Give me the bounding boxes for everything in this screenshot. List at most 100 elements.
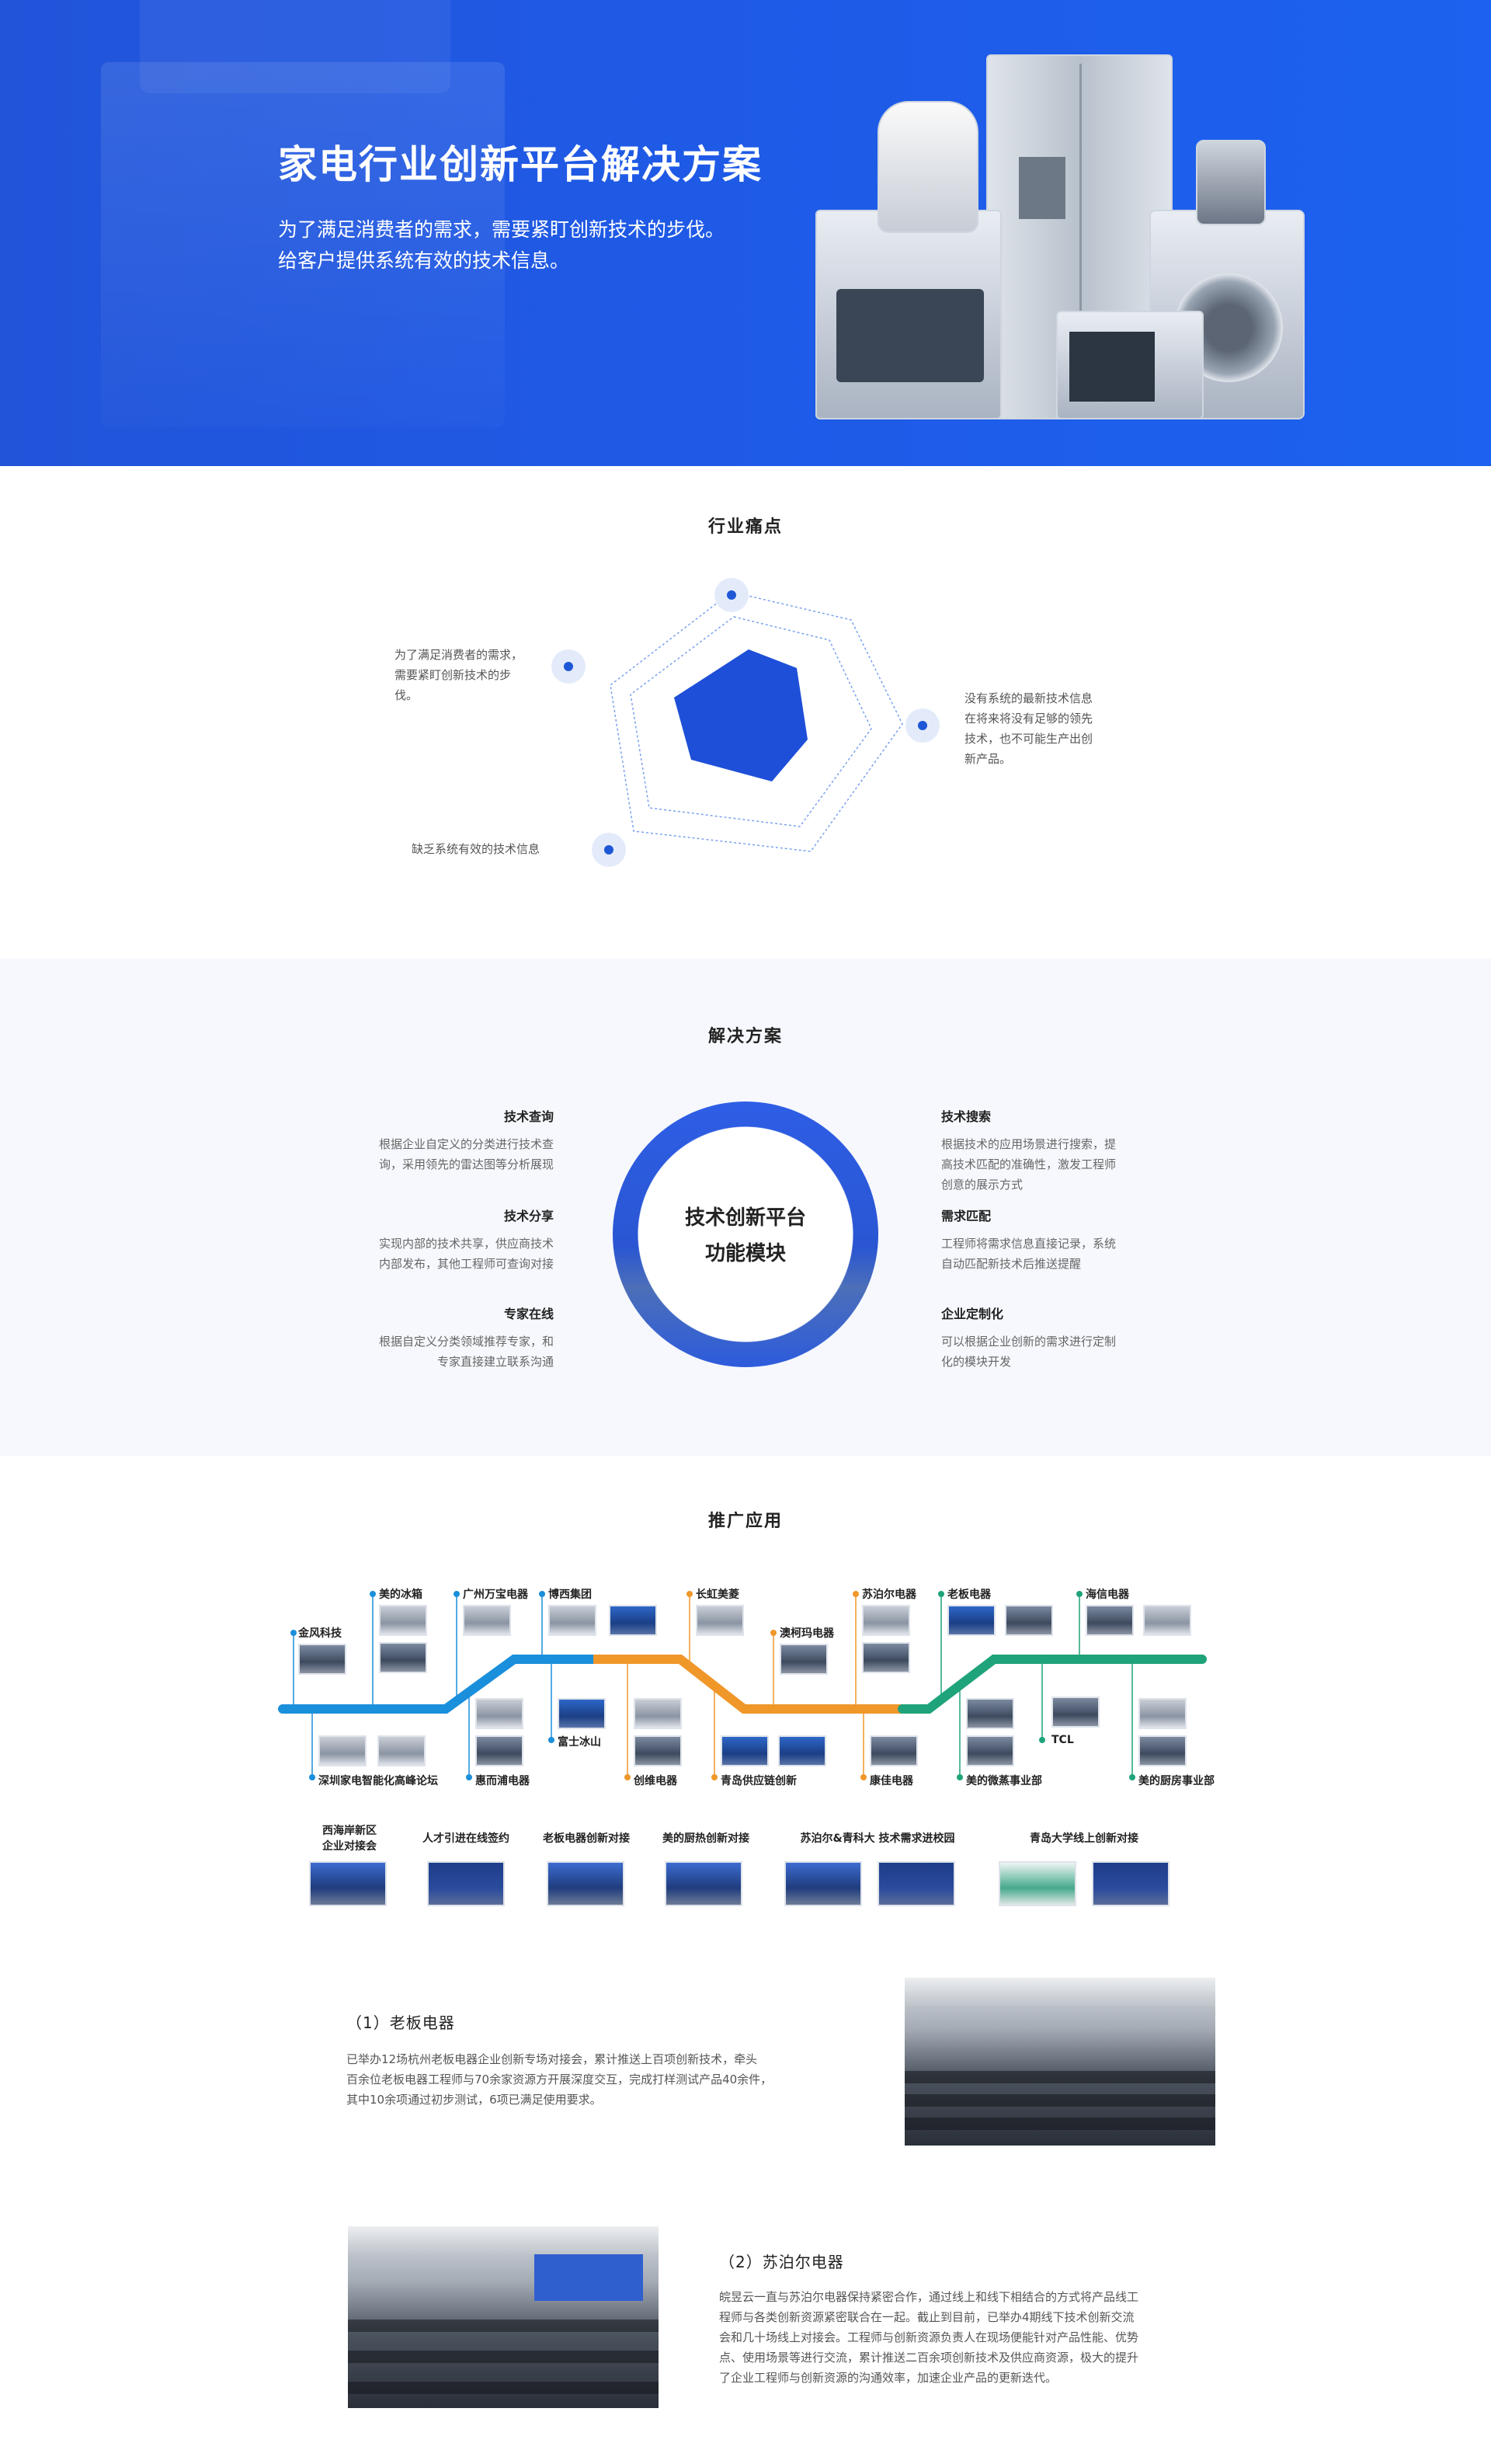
event-photo bbox=[475, 1735, 523, 1766]
promo-label: 康佳电器 bbox=[870, 1775, 913, 1787]
grinder-image bbox=[1196, 140, 1266, 225]
timeline-blue-segment bbox=[278, 1655, 598, 1714]
event-photo bbox=[318, 1735, 367, 1766]
case-text-line: 了企业工程师与创新资源的沟通效率，加速企业产品的更新迭代。 bbox=[719, 2371, 1058, 2385]
event-photo bbox=[379, 1605, 427, 1636]
solution-item-tech-search: 技术搜索 根据技术的应用场景进行搜索，提高技术匹配的准确性，激发工程师创意的展示… bbox=[941, 1106, 1174, 1195]
solution-item-tech-share: 技术分享 实现内部的技术共享，供应商技术内部发布，其他工程师可查询对接 bbox=[321, 1206, 554, 1274]
event-photo bbox=[878, 1861, 955, 1906]
event-label: 苏泊尔&青科大 技术需求进校园 bbox=[800, 1832, 955, 1845]
timeline-dot bbox=[711, 1774, 718, 1780]
pain-point-line: 为了满足消费者的需求， bbox=[394, 648, 523, 662]
hero-background-appliance bbox=[101, 62, 505, 427]
event-photo bbox=[1143, 1605, 1191, 1636]
pain-points-section: 行业痛点 为了满足消费者的需求， 需要紧盯创新技术的步 伐。 没有系统的最新技术… bbox=[0, 466, 1491, 959]
event-label: 人才引进在线签约 bbox=[422, 1832, 509, 1845]
event-photo bbox=[721, 1735, 769, 1766]
promo-label: 澳柯玛电器 bbox=[780, 1627, 834, 1640]
timeline-dot bbox=[548, 1737, 554, 1743]
case-photo-robam bbox=[905, 1978, 1215, 2146]
event-photo bbox=[1138, 1735, 1187, 1766]
case-text-line: 百余位老板电器工程师与70余家资源方开展深度交互，完成打样测试产品40余件， bbox=[346, 2072, 773, 2086]
solution-item-desc: 工程师将需求信息直接记录，系统自动匹配新技术后推送提醒 bbox=[941, 1234, 1174, 1274]
timeline-dots bbox=[290, 1591, 1135, 1780]
pain-point-marker bbox=[905, 708, 940, 743]
timeline-dot bbox=[938, 1591, 944, 1597]
pain-point-line: 没有系统的最新技术信息 bbox=[964, 691, 1093, 705]
case-title: （1）老板电器 bbox=[346, 2013, 455, 2032]
promo-label: 美的冰箱 bbox=[379, 1589, 422, 1601]
timeline-dot bbox=[454, 1591, 460, 1597]
event-photo bbox=[379, 1642, 427, 1673]
event-photo bbox=[1138, 1698, 1187, 1729]
promo-label: 深圳家电智能化高峰论坛 bbox=[318, 1775, 438, 1787]
pain-point-text: 缺乏系统有效的技术信息 bbox=[412, 839, 582, 859]
hero-subtitle-line: 给客户提供系统有效的技术信息。 bbox=[278, 249, 570, 272]
desc-line: 高技术匹配的准确性，激发工程师 bbox=[941, 1157, 1117, 1171]
case-text-line: 已举办12场杭州老板电器企业创新专场对接会，累计推送上百项创新技术，牵头 bbox=[346, 2052, 758, 2066]
event-photo bbox=[475, 1698, 523, 1729]
center-line: 功能模块 bbox=[704, 1242, 786, 1265]
hero-subtitle: 为了满足消费者的需求，需要紧盯创新技术的步伐。 给客户提供系统有效的技术信息。 bbox=[278, 214, 725, 277]
event-photo bbox=[947, 1605, 996, 1636]
timeline-dot bbox=[860, 1774, 867, 1780]
event-photo bbox=[966, 1735, 1014, 1766]
timeline-green-segment bbox=[898, 1655, 1207, 1714]
event-photo bbox=[1005, 1605, 1053, 1636]
promo-label: 广州万宝电器 bbox=[463, 1589, 528, 1601]
case-photo-supor bbox=[348, 2226, 659, 2408]
desc-line: 实现内部的技术共享，供应商技术 bbox=[378, 1237, 554, 1251]
solution-item-desc: 可以根据企业创新的需求进行定制化的模块开发 bbox=[941, 1331, 1174, 1372]
timeline-dot bbox=[370, 1591, 376, 1597]
event-photo bbox=[634, 1698, 682, 1729]
event-photo bbox=[870, 1735, 918, 1766]
center-hexagon bbox=[674, 649, 808, 781]
event-photo bbox=[780, 1644, 828, 1675]
hero-background-hood bbox=[140, 0, 450, 93]
event-photo bbox=[634, 1735, 682, 1766]
section-title: 推广应用 bbox=[707, 1512, 783, 1531]
desc-line: 自动匹配新技术后推送提醒 bbox=[941, 1257, 1082, 1271]
promo-label: 长虹美菱 bbox=[696, 1589, 739, 1601]
event-photo bbox=[999, 1861, 1076, 1906]
event-photo bbox=[966, 1698, 1014, 1729]
desc-line: 根据技术的应用场景进行搜索，提 bbox=[941, 1137, 1117, 1151]
event-label: 西海岸新区 企业对接会 bbox=[309, 1822, 390, 1853]
desc-line: 创意的展示方式 bbox=[941, 1178, 1024, 1192]
event-photo bbox=[547, 1861, 624, 1906]
promo-label: TCL bbox=[1051, 1734, 1074, 1746]
desc-line: 询，采用领先的雷达图等分析展现 bbox=[378, 1157, 554, 1171]
pain-point-marker bbox=[592, 833, 626, 867]
outer-dashed-hexagon bbox=[610, 591, 903, 852]
event-label: 老板电器创新对接 bbox=[543, 1832, 630, 1845]
timeline-dot bbox=[1129, 1774, 1135, 1780]
promo-label: 惠而浦电器 bbox=[475, 1775, 530, 1787]
event-photo bbox=[427, 1861, 505, 1906]
event-photo bbox=[784, 1861, 862, 1906]
hero-banner: 家电行业创新平台解决方案 为了满足消费者的需求，需要紧盯创新技术的步伐。 给客户… bbox=[0, 0, 1491, 466]
desc-line: 专家直接建立联系沟通 bbox=[436, 1355, 554, 1369]
event-photo bbox=[463, 1605, 511, 1636]
event-photo bbox=[298, 1644, 346, 1675]
event-photo bbox=[1051, 1697, 1100, 1728]
event-photo bbox=[548, 1605, 596, 1636]
event-photo bbox=[696, 1605, 744, 1636]
solution-item-desc: 根据自定义分类领域推荐专家，和专家直接建立联系沟通 bbox=[321, 1331, 554, 1372]
event-photo bbox=[377, 1735, 426, 1766]
case-title: （2）苏泊尔电器 bbox=[719, 2253, 844, 2271]
hero-title: 家电行业创新平台解决方案 bbox=[278, 142, 763, 187]
timeline-dot bbox=[686, 1591, 693, 1597]
timeline-dot bbox=[290, 1630, 297, 1636]
event-label: 美的厨热创新对接 bbox=[662, 1832, 749, 1845]
desc-line: 可以根据企业创新的需求进行定制 bbox=[941, 1335, 1117, 1349]
solution-item-title: 技术分享 bbox=[503, 1209, 554, 1223]
pain-point-text: 为了满足消费者的需求， 需要紧盯创新技术的步 伐。 bbox=[394, 645, 550, 705]
timeline-dot bbox=[853, 1591, 859, 1597]
timeline-dot bbox=[466, 1774, 472, 1780]
timeline-dot bbox=[770, 1630, 777, 1636]
solution-center-ring bbox=[613, 1101, 878, 1367]
case-text-line: 会和几十场线上对接会。工程师与创新资源负责人在现场便能针对产品性能、优势 bbox=[719, 2330, 1139, 2344]
promotion-timeline bbox=[278, 1591, 1207, 1780]
desc-line: 根据自定义分类领域推荐专家，和 bbox=[378, 1335, 554, 1349]
